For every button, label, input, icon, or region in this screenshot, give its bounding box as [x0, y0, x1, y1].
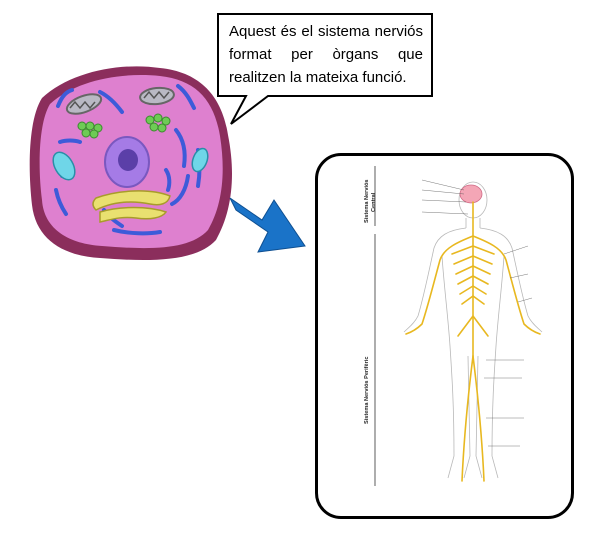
nerves [405, 201, 541, 482]
brain [459, 184, 483, 204]
nucleolus [118, 149, 138, 171]
vacuole [52, 147, 209, 181]
body-outline [403, 181, 543, 479]
speech-bubble-text: Aquest és el sistema nerviós format per … [229, 23, 423, 86]
ribosome-cluster [77, 113, 171, 139]
nervous-system-figure [374, 166, 543, 486]
nervous-system-card: Sistema Nerviós Central Sistema Nerviós … [315, 153, 574, 519]
golgi-apparatus [92, 190, 171, 223]
